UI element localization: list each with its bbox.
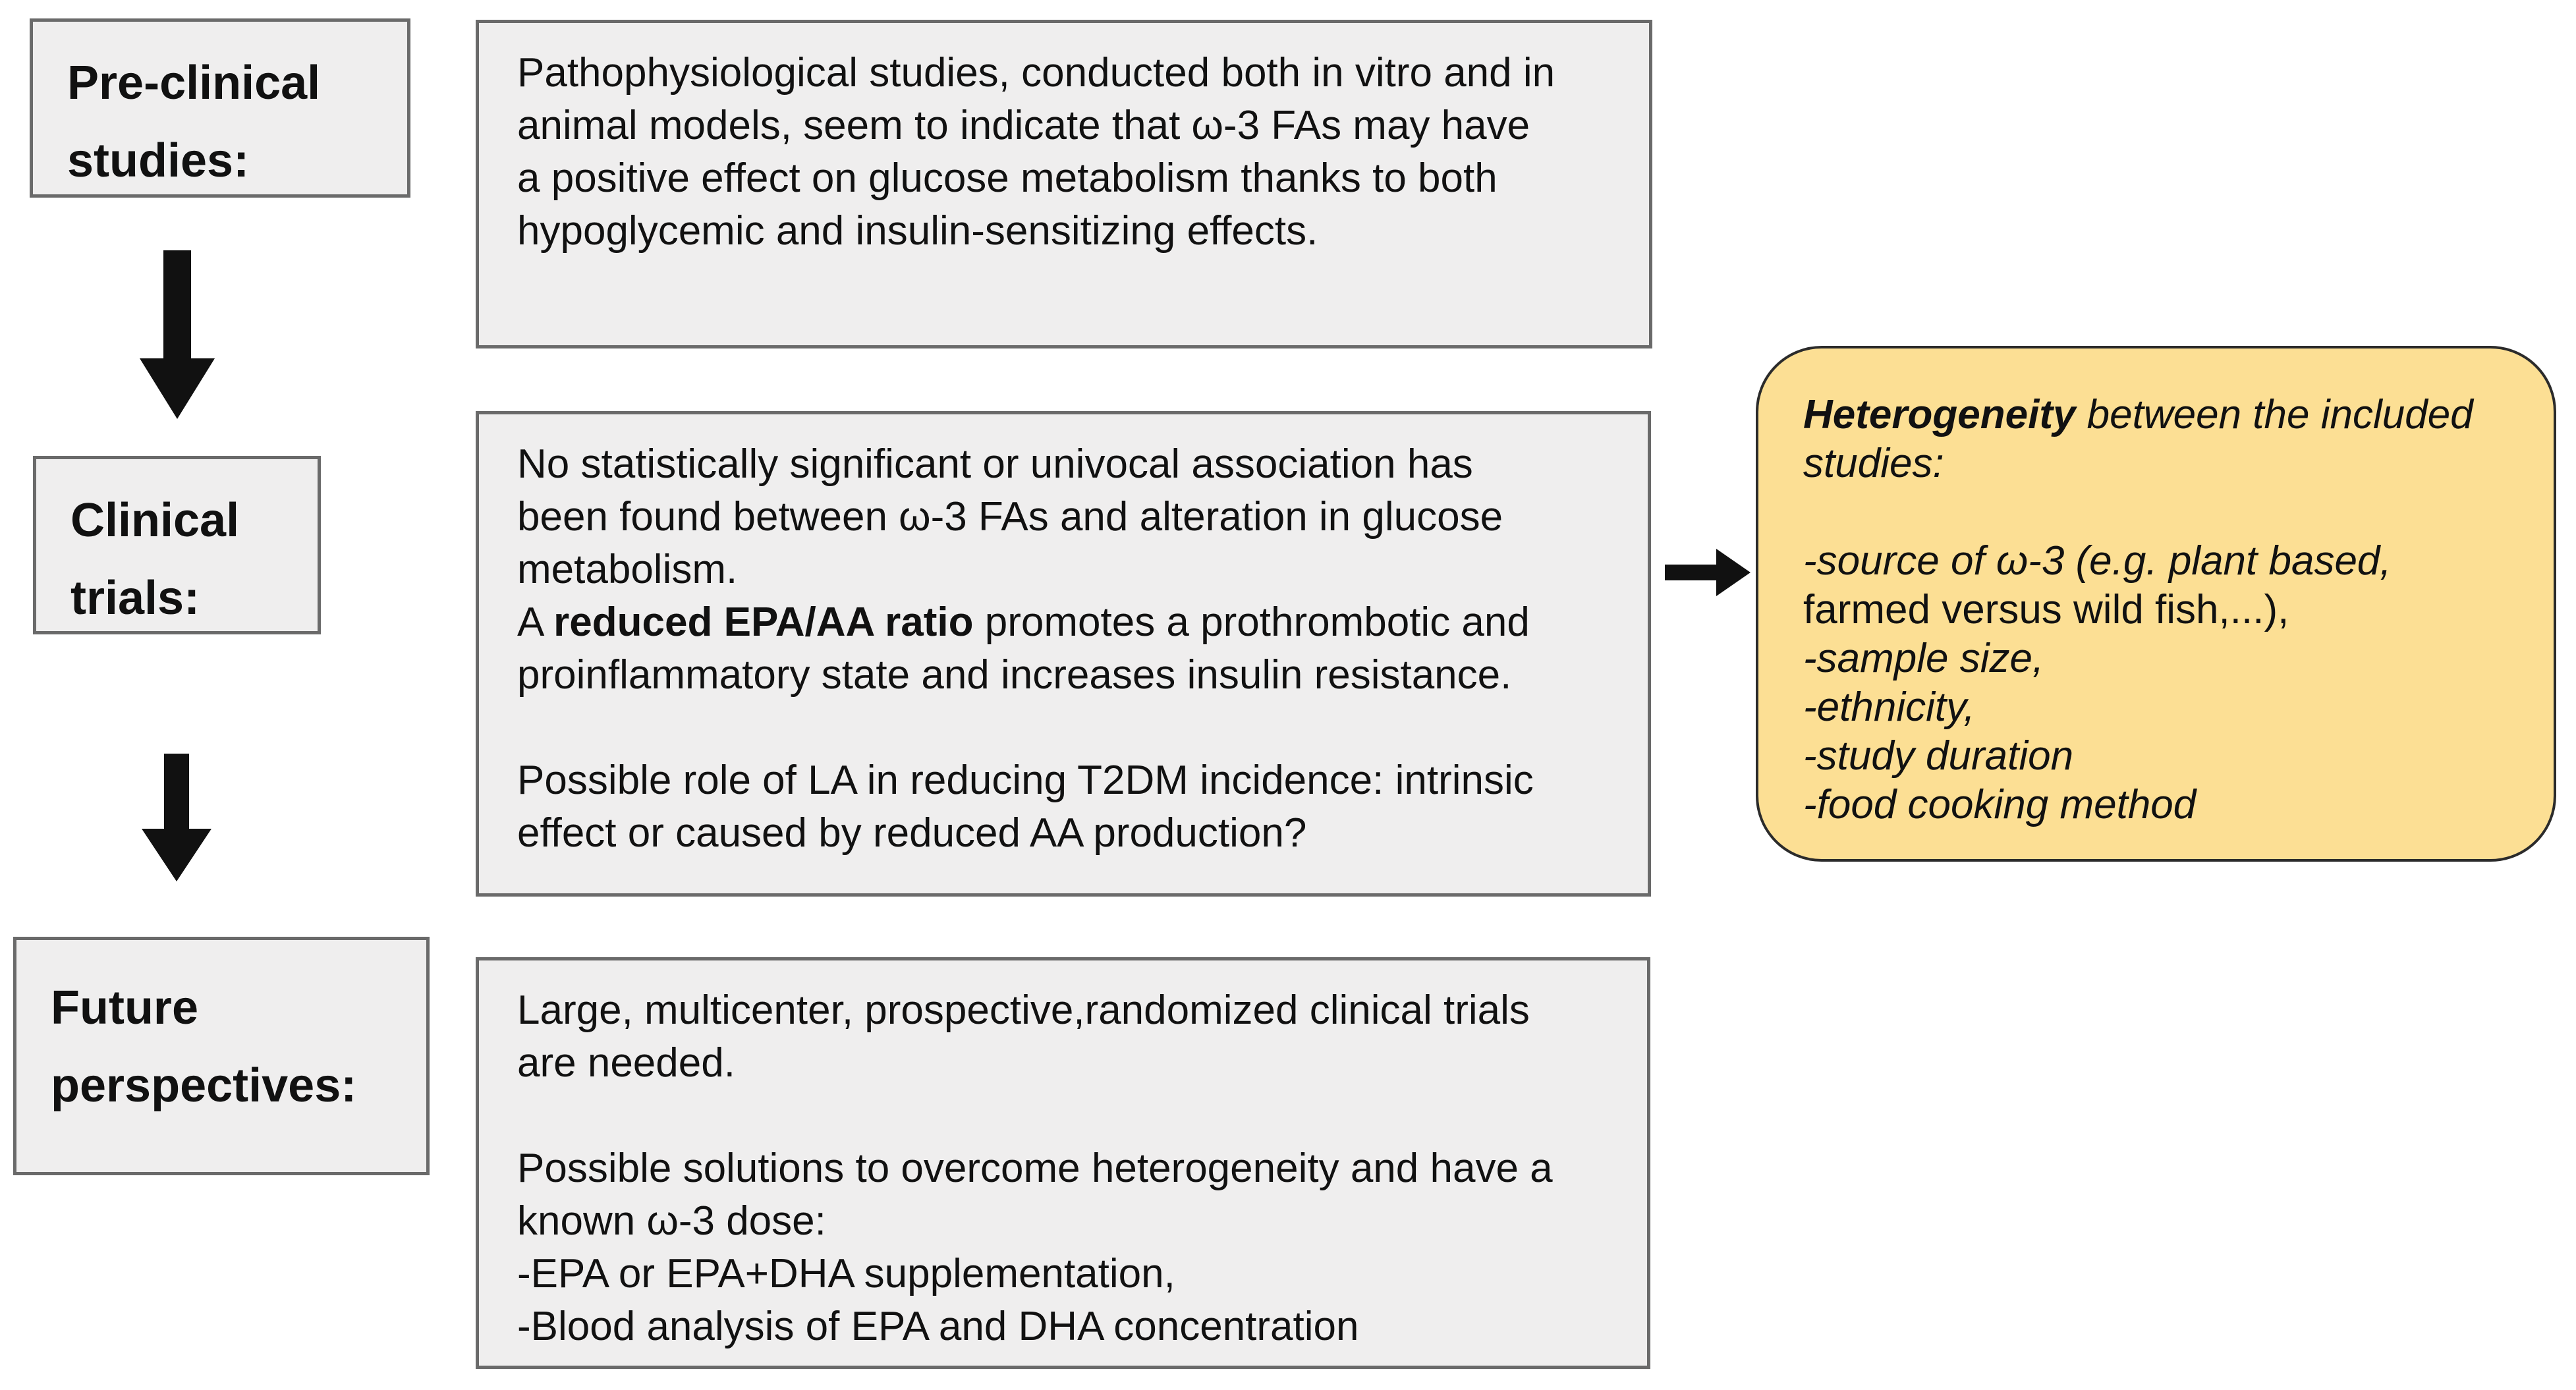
stage-label-clinical-trials: Clinical trials: — [33, 456, 321, 634]
text-line — [1803, 488, 2527, 537]
text-line: proinflammatory state and increases insu… — [517, 649, 1617, 702]
text-segment: Possible solutions to overcome heterogen… — [517, 1146, 1553, 1191]
text-segment: reduced EPA/AA ratio — [553, 599, 974, 645]
text-segment: studies: — [1803, 441, 1944, 486]
text-line: A reduced EPA/AA ratio promotes a prothr… — [517, 596, 1617, 649]
text-line: perspectives: — [51, 1047, 420, 1125]
arrow-stem — [164, 754, 189, 829]
text-line: studies: — [1803, 439, 2527, 488]
text-segment: Future — [51, 982, 198, 1034]
text-segment: -sample size, — [1803, 636, 2044, 681]
text-line: effect or caused by reduced AA productio… — [517, 807, 1617, 860]
arrow-head-down-icon — [140, 358, 215, 419]
text-line: -EPA or EPA+DHA supplementation, — [517, 1248, 1617, 1300]
text-line: Possible role of LA in reducing T2DM inc… — [517, 754, 1617, 807]
text-segment: farmed versus wild fish,...), — [1803, 587, 2289, 632]
text-line: Pre-clinical — [67, 44, 401, 122]
text-line: -Blood analysis of EPA and DHA concentra… — [517, 1300, 1617, 1353]
text-line: -ethnicity, — [1803, 683, 2527, 732]
text-line: farmed versus wild fish,...), — [1803, 586, 2527, 634]
text-line: Pathophysiological studies, conducted bo… — [517, 47, 1619, 99]
text-segment: known ω-3 dose: — [517, 1198, 826, 1244]
text-segment: metabolism. — [517, 547, 738, 592]
text-line: a positive effect on glucose metabolism … — [517, 152, 1619, 205]
text-segment: No statistically significant or univocal… — [517, 441, 1473, 487]
text-segment: -study duration — [1803, 733, 2074, 779]
text-line: hypoglycemic and insulin-sensitizing eff… — [517, 205, 1619, 258]
text-line: Possible solutions to overcome heterogen… — [517, 1142, 1617, 1195]
text-line: known ω-3 dose: — [517, 1195, 1617, 1248]
text-line: -source of ω-3 (e.g. plant based, — [1803, 537, 2527, 586]
text-line: -study duration — [1803, 732, 2527, 781]
text-line: -sample size, — [1803, 634, 2527, 683]
text-segment: perspectives: — [51, 1059, 357, 1112]
text-segment: -EPA or EPA+DHA supplementation, — [517, 1251, 1175, 1296]
arrow-stem — [1665, 565, 1716, 580]
text-segment: Large, multicenter, prospective,randomiz… — [517, 987, 1530, 1033]
text-segment: -source of ω-3 (e.g. plant based, — [1803, 538, 2392, 584]
text-segment: -Blood analysis of EPA and DHA concentra… — [517, 1304, 1359, 1349]
text-line: been found between ω-3 FAs and alteratio… — [517, 491, 1617, 543]
text-segment: promotes a prothrombotic and — [973, 599, 1530, 645]
text-segment: Pre-clinical — [67, 57, 321, 109]
arrow-head-down-icon — [142, 829, 211, 881]
text-segment: a positive effect on glucose metabolism … — [517, 155, 1498, 201]
arrow-head-right-icon — [1716, 549, 1750, 596]
arrow-stem — [163, 250, 191, 358]
text-segment: trials: — [70, 572, 200, 625]
text-segment: proinflammatory state and increases insu… — [517, 652, 1512, 698]
text-segment: are needed. — [517, 1040, 735, 1086]
text-segment: between the included — [2075, 392, 2473, 437]
text-segment: Heterogeneity — [1803, 392, 2076, 437]
text-segment: Possible role of LA in reducing T2DM inc… — [517, 758, 1534, 803]
text-segment: studies: — [67, 134, 250, 187]
text-line — [517, 1090, 1617, 1142]
text-line: are needed. — [517, 1037, 1617, 1090]
text-line: metabolism. — [517, 543, 1617, 596]
text-line: Future — [51, 969, 420, 1047]
text-segment: -food cooking method — [1803, 782, 2197, 827]
text-line: studies: — [67, 122, 401, 200]
future-perspectives-text-box: Large, multicenter, prospective,randomiz… — [476, 957, 1650, 1369]
stage-label-future-perspectives: Future perspectives: — [13, 937, 430, 1175]
text-line: Clinical — [70, 482, 311, 559]
text-segment: effect or caused by reduced AA productio… — [517, 810, 1307, 856]
text-line: No statistically significant or univocal… — [517, 438, 1617, 491]
text-line: -food cooking method — [1803, 781, 2527, 829]
text-segment: Clinical — [70, 494, 240, 547]
stage-label-preclinical-studies: Pre-clinical studies: — [30, 18, 410, 198]
text-segment: been found between ω-3 FAs and alteratio… — [517, 494, 1503, 540]
text-segment: -ethnicity, — [1803, 684, 1975, 730]
text-line: animal models, seem to indicate that ω-3… — [517, 99, 1619, 152]
text-segment: A — [517, 599, 554, 645]
text-segment: hypoglycemic and insulin-sensitizing eff… — [517, 208, 1318, 254]
text-line: Heterogeneity between the included — [1803, 391, 2527, 439]
text-segment: Pathophysiological studies, conducted bo… — [517, 50, 1555, 96]
text-segment: animal models, seem to indicate that ω-3… — [517, 103, 1530, 148]
clinical-trials-text-box: No statistically significant or univocal… — [476, 411, 1651, 897]
text-line: trials: — [70, 559, 311, 637]
text-line — [517, 702, 1617, 754]
preclinical-studies-text-box: Pathophysiological studies, conducted bo… — [476, 20, 1652, 348]
text-line: Large, multicenter, prospective,randomiz… — [517, 984, 1617, 1037]
